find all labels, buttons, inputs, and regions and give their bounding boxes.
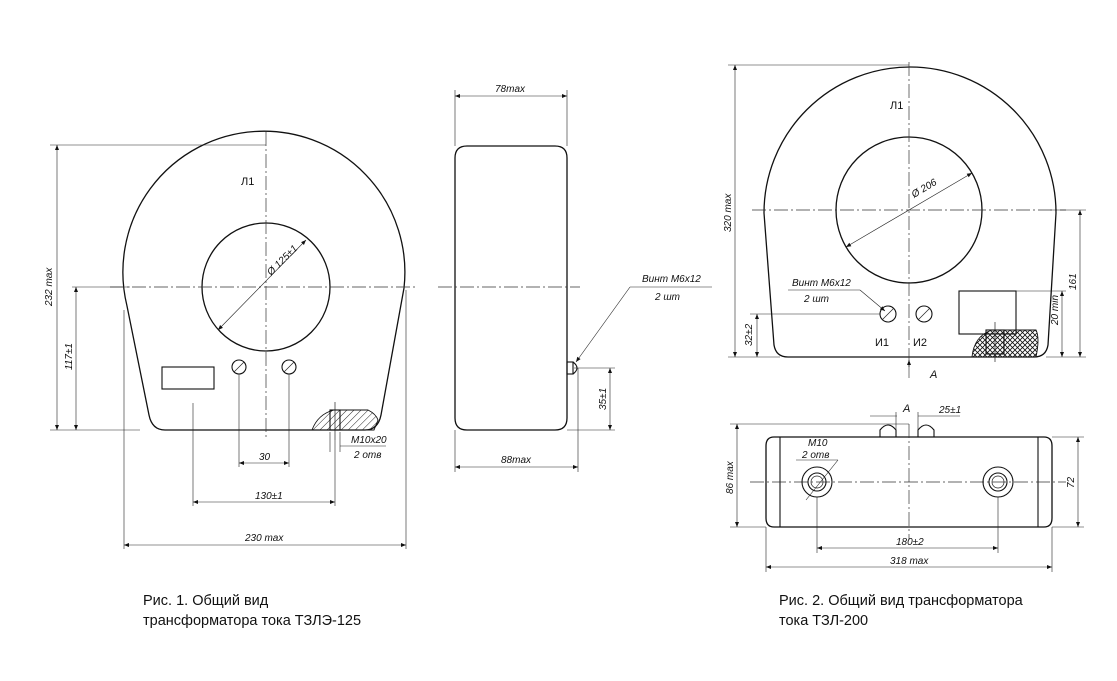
fig1-caption-line1: Рис. 1. Общий вид [143,593,269,609]
fig1-l1-label: Л1 [241,176,254,188]
fig2-bottom-screw-1 [879,424,897,437]
fig1-box-offset-label: 130±1 [255,491,283,502]
fig2-l1-label: Л1 [890,100,903,112]
fig2-body-outline [763,66,1057,358]
fig2-right-height-label: 161 [1068,273,1079,290]
fig1-screw-label-1: Винт М6х12 [642,274,701,285]
fig1-hole-spacing-label: 30 [259,452,271,463]
fig2-terminal-2: И2 [913,337,927,349]
fig1-screw-label-2: 2 шт [654,292,680,303]
fig2-caption: Рис. 2. Общий вид трансформатора тока ТЗ… [779,591,1023,631]
fig1-height-label: 232 max [44,267,55,307]
fig2-bottom-width-label: 318 max [890,556,929,567]
fig2-caption-line1: Рис. 2. Общий вид трансформатора [779,593,1023,609]
fig1-caption-line2: трансформатора тока ТЗЛЭ-125 [143,613,362,629]
fig1-side-bottom-width-label: 88max [501,455,532,466]
fig1-width-label: 230 max [244,533,284,544]
fig2-hatched-section [971,329,1039,358]
fig1-thread-label-2: 2 отв [353,450,381,461]
fig1-side-top-width-label: 78max [495,84,526,95]
fig2-screw-1 [879,305,897,323]
fig2-caption-line2: тока ТЗЛ-200 [779,613,869,629]
fig2-front-view: Л1 Ø 206 И1 И2 А 320 max 32±2 [723,62,1086,381]
fig1-nameplate-box [161,366,215,390]
fig2-diameter-label: Ø 206 [909,177,939,201]
fig1-front-view: Ø 125±1 Л1 232 max 117±1 30 130±1 230 ma… [44,130,418,549]
fig1-thread-label-1: М10х20 [351,435,387,446]
fig2-bottom-outline [765,436,1053,528]
fig1-screw-1 [231,359,247,375]
fig1-hatched-section [311,409,379,431]
fig2-terminal-height-label: 20 min [1050,295,1061,326]
fig2-bottom-screw-2 [917,424,935,437]
fig1-body-outline [122,130,406,431]
fig1-screw-2 [281,359,297,375]
fig1-caption: Рис. 1. Общий вид трансформатора тока ТЗ… [143,591,361,631]
fig1-side-screw-height-label: 35±1 [598,388,609,410]
fig2-bottom-screw-offset-label: 25±1 [938,405,961,416]
fig2-bottom-depth-inner-label: 72 [1066,476,1077,488]
fig2-bottom-view-marker: А [902,403,910,415]
fig2-bottom-hole-label-2: 2 отв [801,450,829,461]
fig2-bottom-depth-label: 86 max [725,460,736,494]
fig2-screw-2 [915,305,933,323]
fig1-center-height-label: 117±1 [64,343,75,370]
fig1-side-outline [454,145,568,431]
fig2-bottom-hole-label-1: М10 [808,438,828,449]
fig2-screw-label-1: Винт М6х12 [792,278,851,289]
fig1-diameter-label: Ø 125±1 [265,243,301,279]
fig2-screw-label-2: 2 шт [803,294,829,305]
fig2-terminal-box [958,290,1017,335]
fig2-terminal-1: И1 [875,337,889,349]
fig2-screw-height-label: 32±2 [744,323,755,346]
fig1-side-view: 78max 88max 35±1 Винт М6х12 2 шт [438,84,712,472]
fig2-bottom-hole-spacing-label: 180±2 [896,537,924,548]
fig2-height-label: 320 max [723,193,734,232]
fig2-bottom-view: А 25±1 М10 2 отв 86 max 72 180±2 318 max [725,403,1084,572]
fig2-view-marker: А [929,369,937,381]
